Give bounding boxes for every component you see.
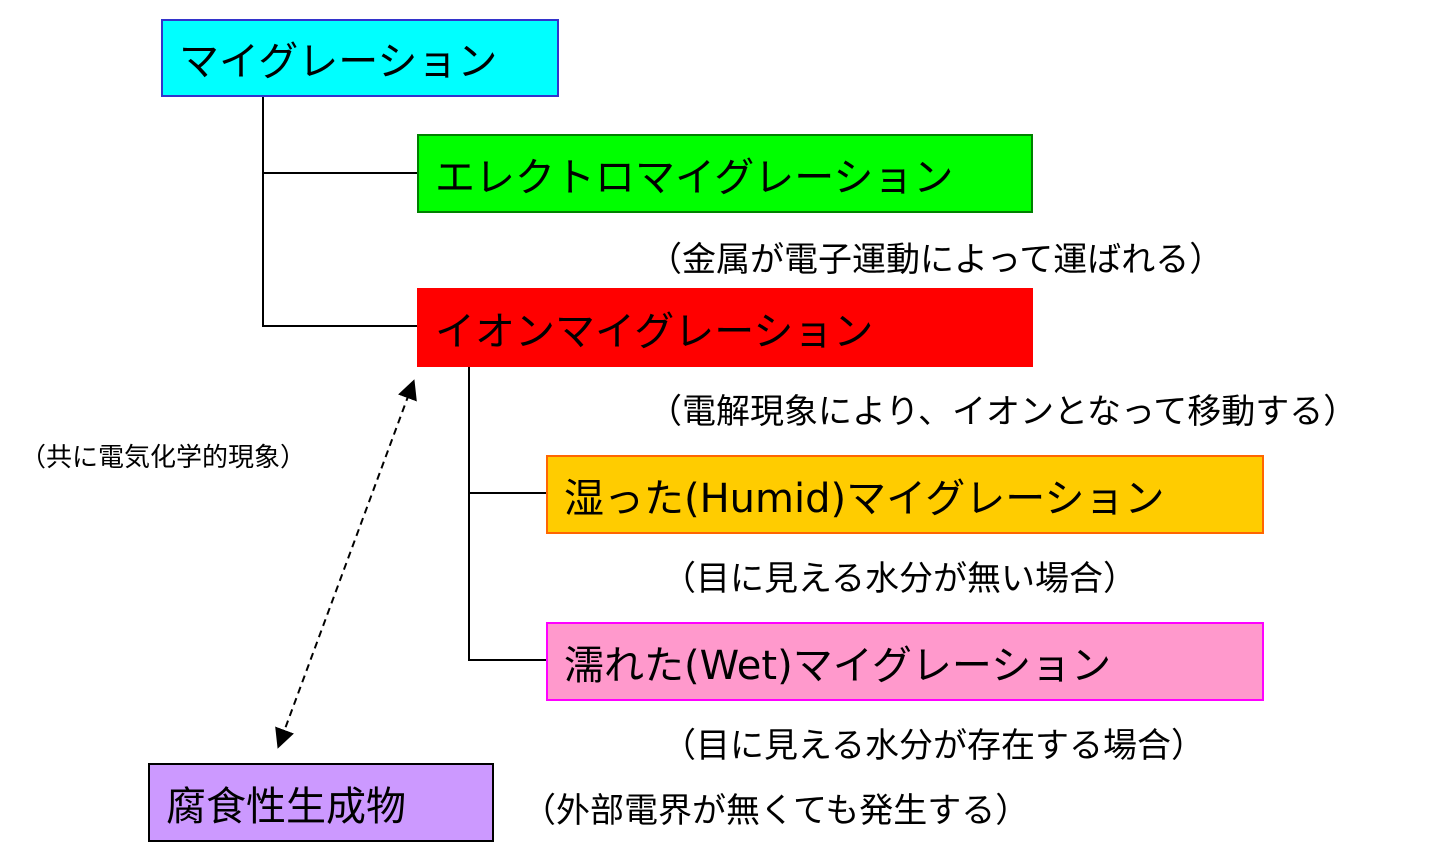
node-label: マイグレーション	[179, 39, 498, 85]
node-label: 腐食性生成物	[166, 783, 406, 830]
node-ion-migration: イオンマイグレーション	[417, 288, 1033, 367]
node-label: イオンマイグレーション	[435, 308, 874, 355]
node-humid-migration: 湿った(Humid)マイグレーション	[546, 455, 1264, 534]
node-wet-migration: 濡れた(Wet)マイグレーション	[546, 622, 1264, 701]
node-label: 湿った(Humid)マイグレーション	[564, 475, 1165, 522]
note-wet: （目に見える水分が存在する場合）	[662, 726, 1205, 766]
node-corrosion-product: 腐食性生成物	[148, 763, 494, 842]
note-humid: （目に見える水分が無い場合）	[662, 559, 1137, 599]
note-corrosion: （外部電界が無くても発生する）	[522, 791, 1030, 831]
note-ion-migration: （電解現象により、イオンとなって移動する）	[648, 392, 1358, 432]
node-label: エレクトロマイグレーション	[435, 154, 954, 201]
node-label: 濡れた(Wet)マイグレーション	[564, 642, 1112, 689]
node-migration: マイグレーション	[161, 19, 559, 97]
node-electromigration: エレクトロマイグレーション	[417, 134, 1033, 213]
dashed-double-arrow	[275, 379, 417, 749]
note-electromigration: （金属が電子運動によって運ばれる）	[648, 240, 1224, 280]
note-electrochemical: （共に電気化学的現象）	[20, 443, 307, 473]
